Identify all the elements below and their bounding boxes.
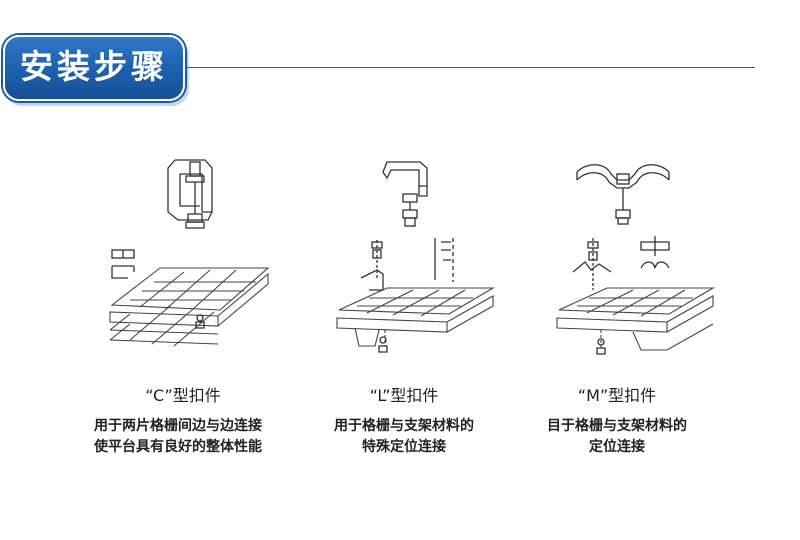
section-title: 安装步骤	[20, 47, 168, 86]
l-clip-diagram	[325, 150, 505, 365]
m-clip-description: 目于格栅与支架材料的 定位连接	[497, 416, 737, 458]
m-clip-description-line: 目于格栅与支架材料的	[547, 418, 687, 434]
m-clip-icon	[556, 164, 716, 355]
m-clip-description-line: 定位连接	[589, 439, 645, 455]
c-clip-description-line: 使平台具有良好的整体性能	[94, 439, 262, 455]
c-clip-description: 用于两片格栅间边与边连接 使平台具有良好的整体性能	[58, 416, 298, 458]
m-clip-title: “M”型扣件	[577, 386, 657, 405]
l-clip-title: “L”型扣件	[369, 386, 439, 405]
l-clip-description: 用于格栅与支架材料的 特殊定位连接	[284, 416, 524, 458]
l-clip-description-line: 用于格栅与支架材料的	[334, 418, 474, 434]
c-clip-title: “C”型扣件	[145, 386, 221, 405]
section-header-badge: 安装步骤	[3, 35, 185, 101]
m-clip-diagram	[545, 150, 725, 365]
l-clip-icon	[336, 161, 496, 353]
c-clip-icon	[109, 159, 270, 347]
c-clip-diagram	[100, 150, 280, 365]
l-clip-description-line: 特殊定位连接	[362, 439, 446, 455]
c-clip-description-line: 用于两片格栅间边与边连接	[94, 418, 262, 434]
header-divider	[185, 67, 755, 68]
